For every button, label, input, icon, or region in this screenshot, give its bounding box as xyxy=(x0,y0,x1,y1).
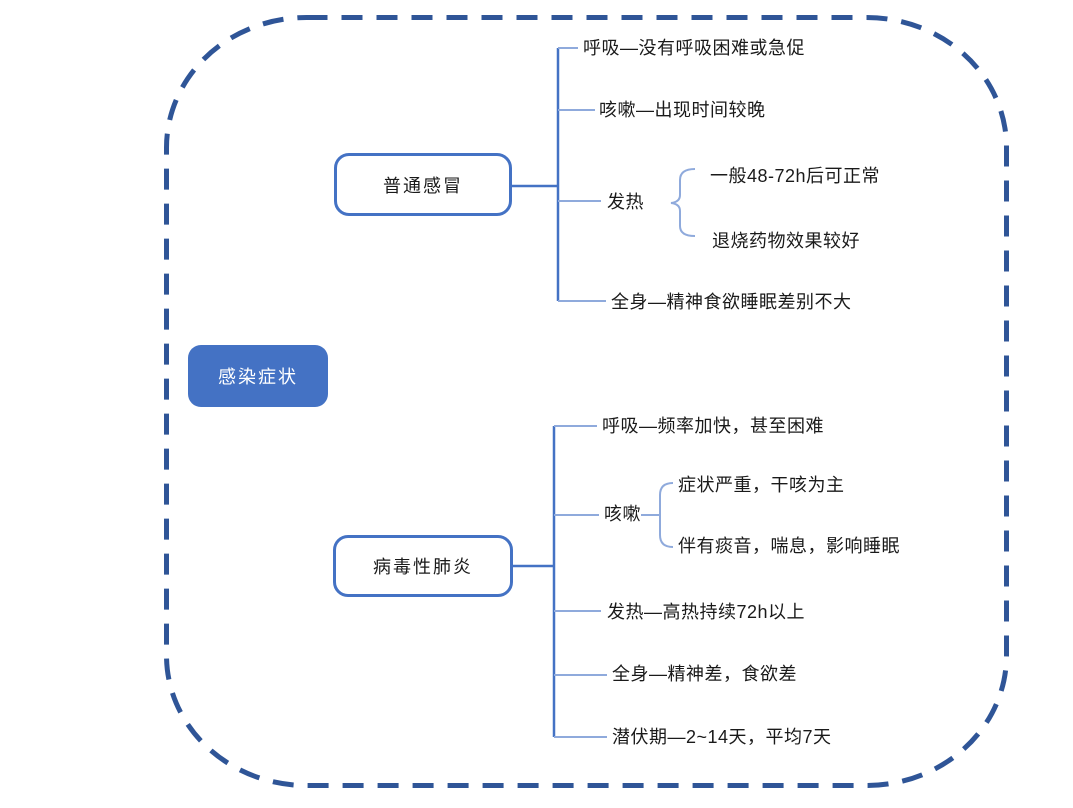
cough-fork-brace xyxy=(659,482,674,548)
cold-leaf-cough: 咳嗽—出现时间较晚 xyxy=(599,100,766,120)
pneumonia-leaf-general: 全身—精神差，食欲差 xyxy=(612,664,797,684)
root-node-infection-symptoms: 感染症状 xyxy=(188,345,328,407)
cold-fever-detail-normal: 一般48-72h后可正常 xyxy=(710,166,881,186)
pneumonia-node-cough: 咳嗽 xyxy=(604,504,641,524)
pneumonia-cough-detail-dry: 症状严重，干咳为主 xyxy=(678,475,845,495)
branch-node-viral-pneumonia: 病毒性肺炎 xyxy=(333,535,513,597)
cold-node-fever: 发热 xyxy=(607,192,644,212)
pneumonia-leaf-fever: 发热—高热持续72h以上 xyxy=(607,602,806,622)
branch-node-common-cold: 普通感冒 xyxy=(334,153,512,216)
fever-brace xyxy=(670,168,696,237)
dashed-border xyxy=(164,15,1009,788)
cold-fever-detail-medicine: 退烧药物效果较好 xyxy=(712,231,860,251)
pneumonia-leaf-breathing: 呼吸—频率加快，甚至困难 xyxy=(602,416,824,436)
pneumonia-cough-detail-phlegm: 伴有痰音，喘息，影响睡眠 xyxy=(678,536,900,556)
pneumonia-leaf-incubation: 潜伏期—2~14天，平均7天 xyxy=(612,727,832,747)
cold-leaf-breathing: 呼吸—没有呼吸困难或急促 xyxy=(583,38,805,58)
cold-leaf-general: 全身—精神食欲睡眠差别不大 xyxy=(611,292,852,312)
